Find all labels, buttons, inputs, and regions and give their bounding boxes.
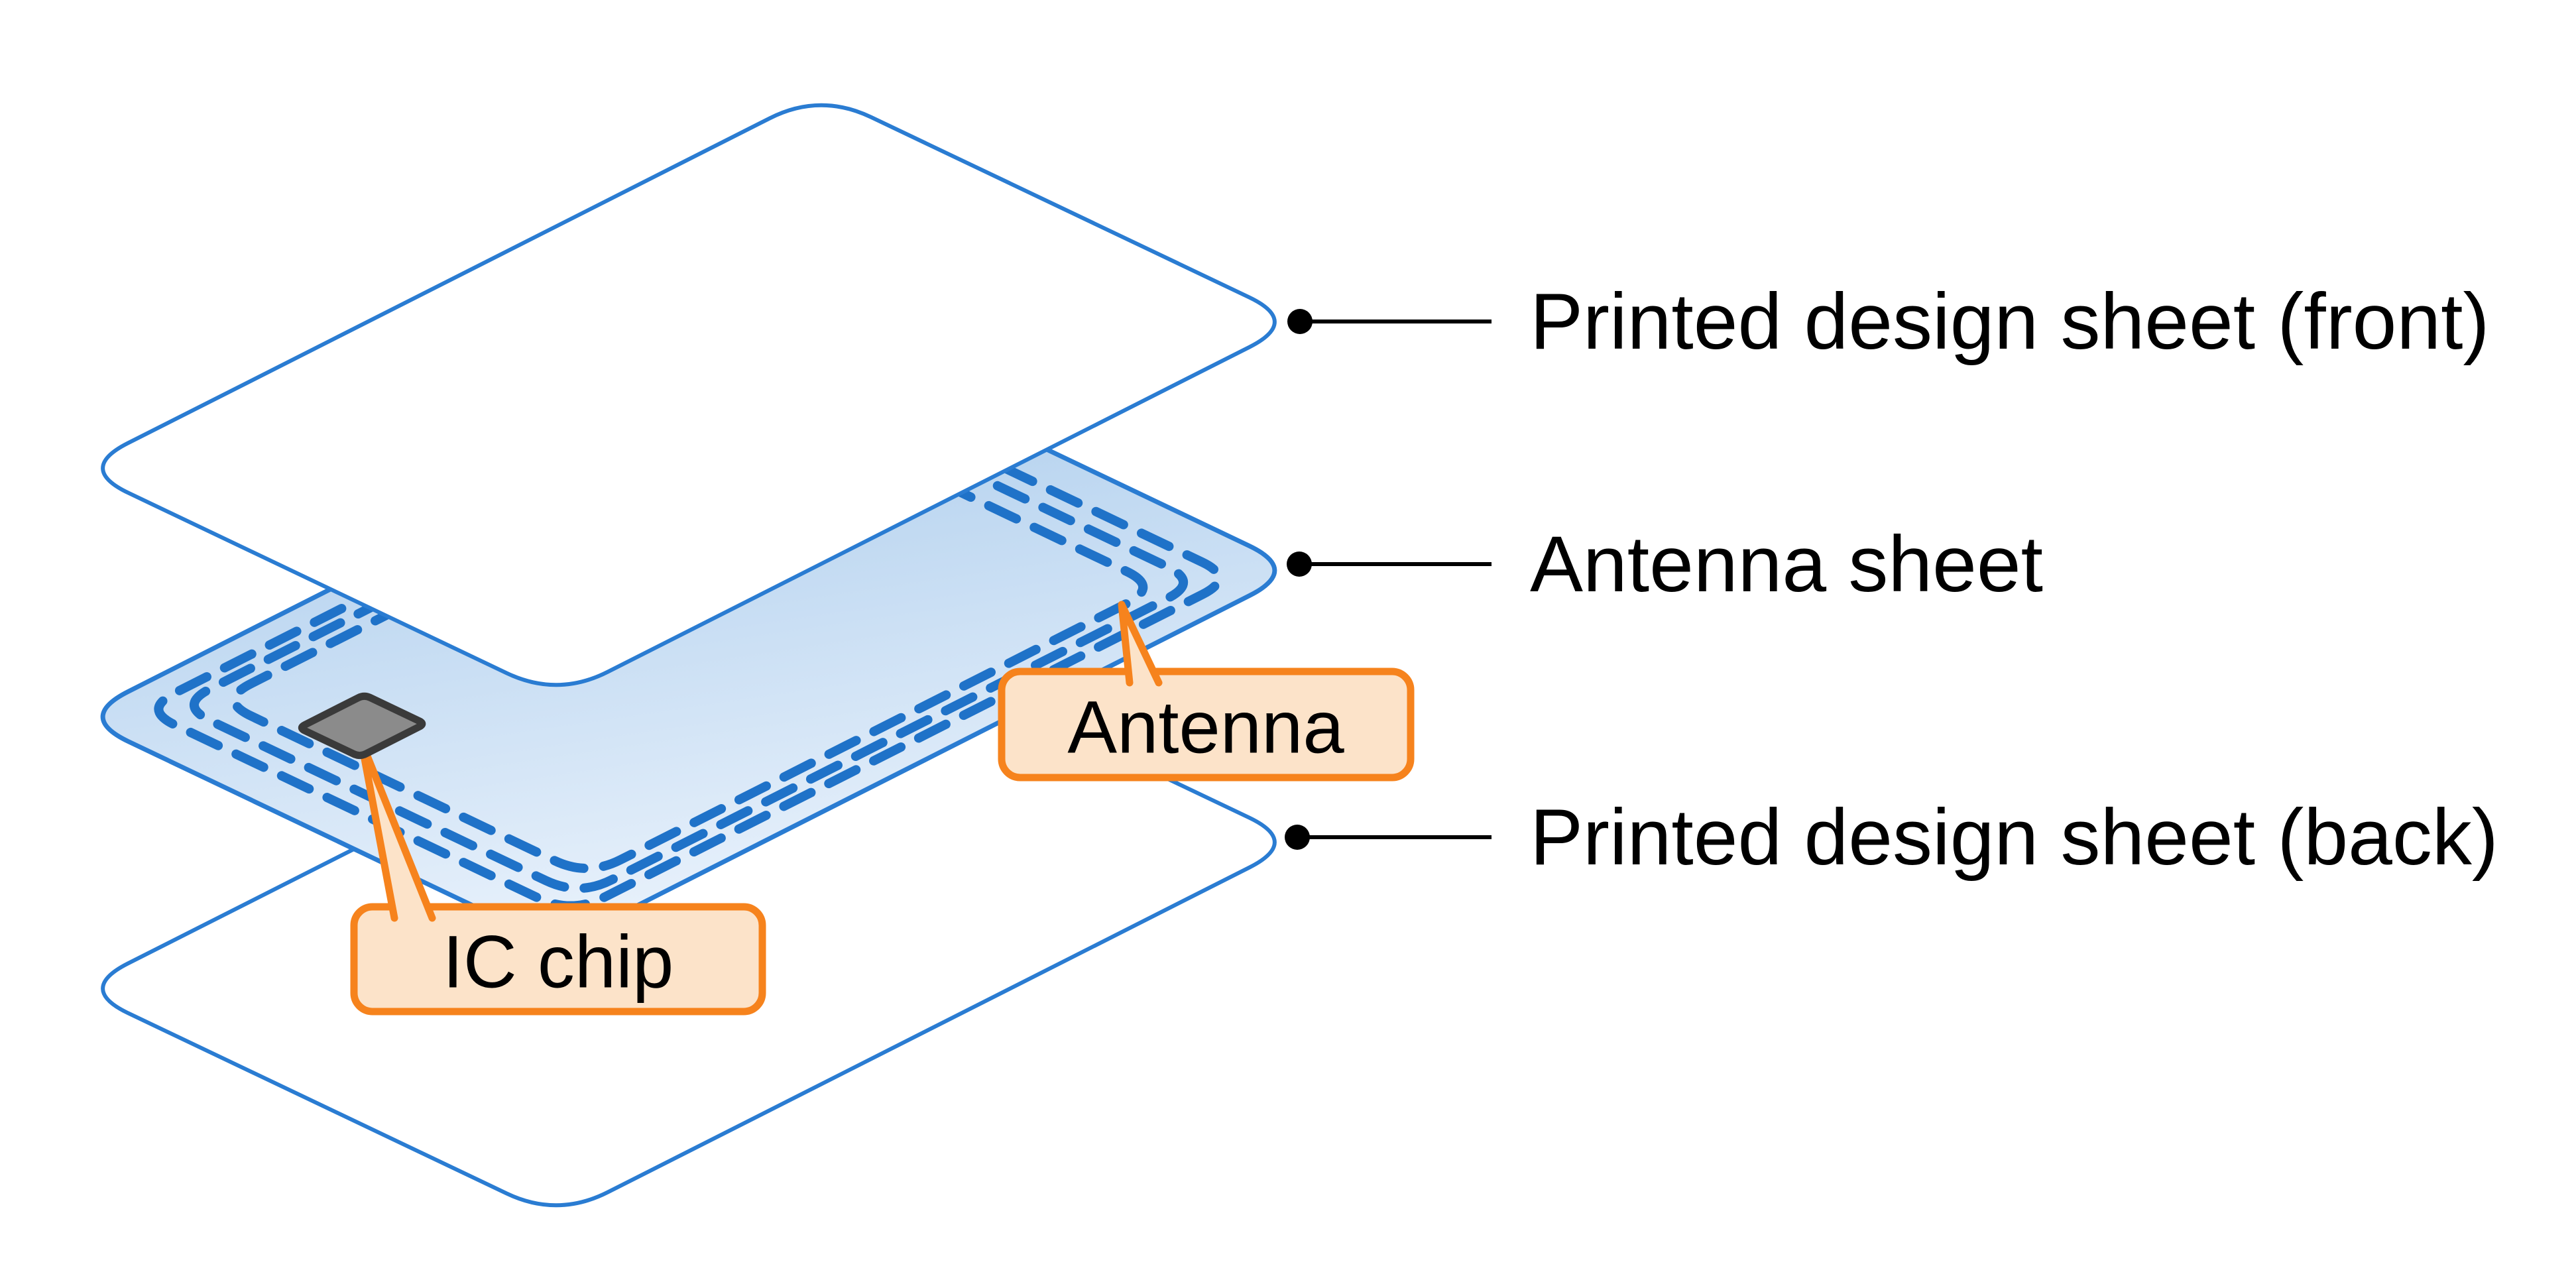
ic-chip-shape [298, 692, 426, 760]
leader-dot [1285, 825, 1310, 850]
leader-front-sheet: Printed design sheet (front) [1287, 277, 2489, 366]
antenna-callout-box [998, 668, 1415, 782]
leader-dot [1287, 309, 1313, 334]
ic-chip-callout-label: IC chip [443, 921, 674, 1004]
leader-dot [1287, 552, 1312, 577]
antenna-callout: Antenna [998, 601, 1415, 782]
layer-label-front: Printed design sheet (front) [1530, 277, 2489, 366]
layer-label-back: Printed design sheet (back) [1530, 793, 2498, 882]
antenna-callout-tail-outline [1118, 601, 1163, 687]
front-sheet-shape [101, 103, 1277, 687]
leader-back-sheet: Printed design sheet (back) [1285, 793, 2498, 882]
ic-chip-callout-box [350, 903, 766, 1016]
antenna-callout-label: Antenna [1067, 686, 1344, 769]
layer-label-antenna: Antenna sheet [1530, 520, 2043, 609]
leader-antenna-sheet: Antenna sheet [1287, 520, 2043, 609]
